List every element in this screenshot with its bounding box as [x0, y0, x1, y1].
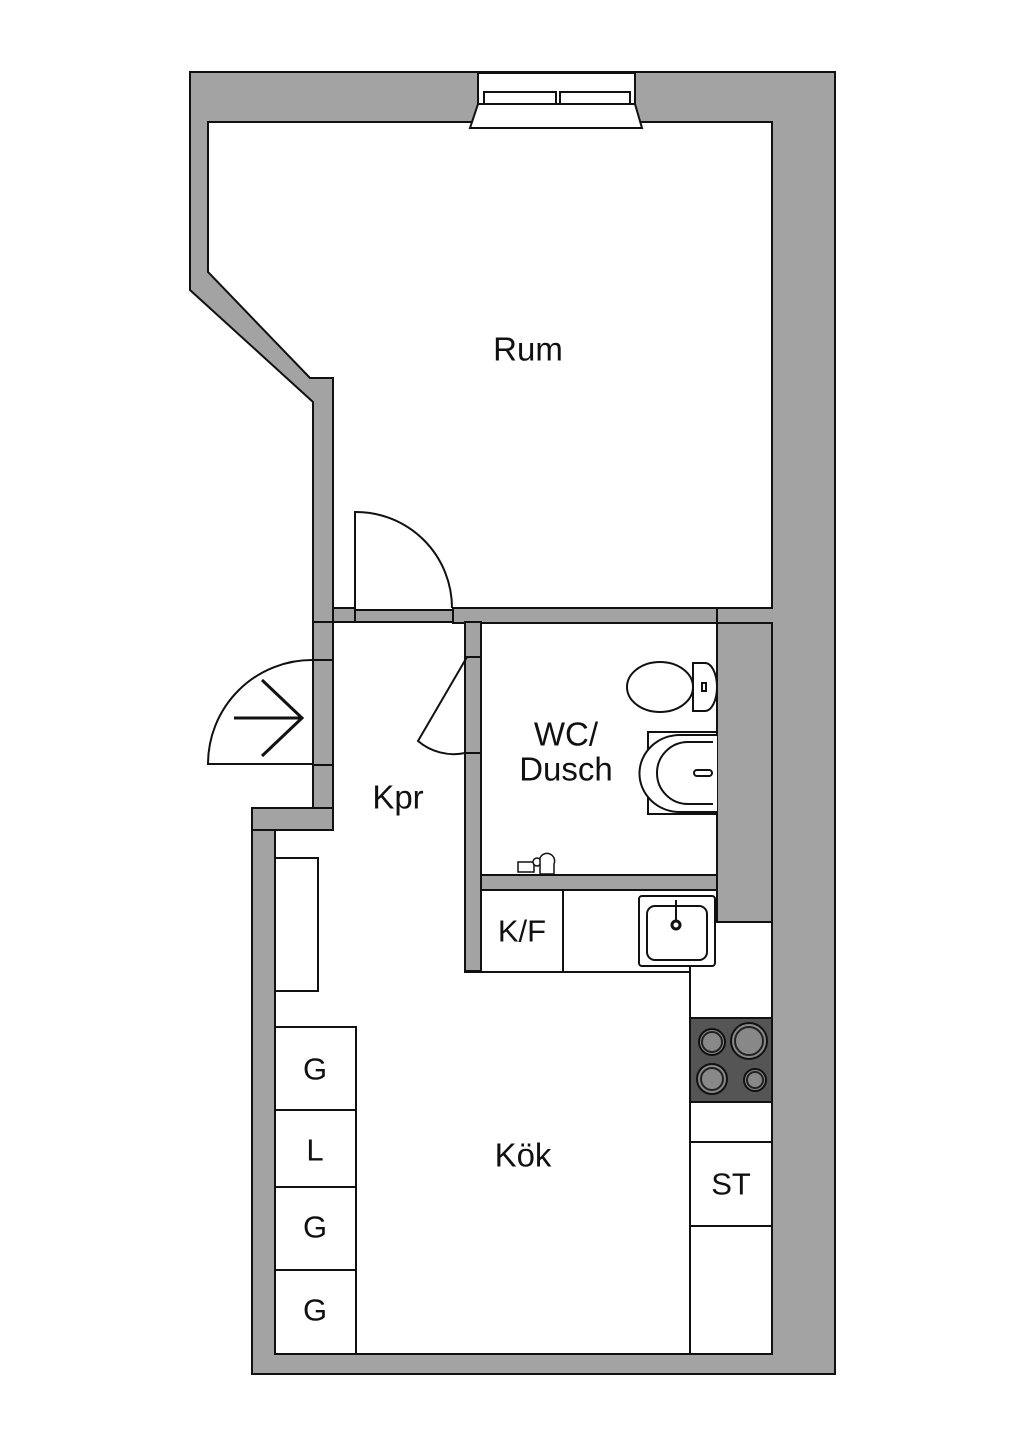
room-label-wc: WC/ Dusch: [519, 717, 613, 786]
fixture-label-wardrobe-2: G: [302, 1209, 328, 1245]
interior-walls: [251, 607, 773, 972]
fixture-label-wardrobe-3: G: [302, 1292, 328, 1328]
entrance-arrow-icon: [234, 678, 305, 758]
stove-icon: [689, 1017, 773, 1103]
window-icon: [468, 72, 644, 129]
toilet-icon: [626, 661, 719, 713]
washbasin-icon: [638, 731, 718, 815]
room-label-kok: Kök: [494, 1136, 552, 1174]
kitchen-sink-icon: [638, 895, 716, 967]
floors: [207, 121, 773, 1355]
fixture-label-linen: L: [306, 1132, 324, 1168]
room-label-wc-line1: WC/: [533, 715, 599, 753]
room-label-kpr: Kpr: [372, 778, 424, 816]
doors: [206, 510, 468, 765]
fixture-label-cleaning-cabinet: ST: [711, 1166, 751, 1202]
shower-icon: [517, 852, 556, 875]
room-label-wc-line2: Dusch: [519, 750, 613, 787]
fixture-label-wardrobe-1: G: [302, 1051, 328, 1087]
fixture-label-fridge-freezer: K/F: [497, 913, 547, 949]
room-label-rum: Rum: [493, 330, 563, 368]
